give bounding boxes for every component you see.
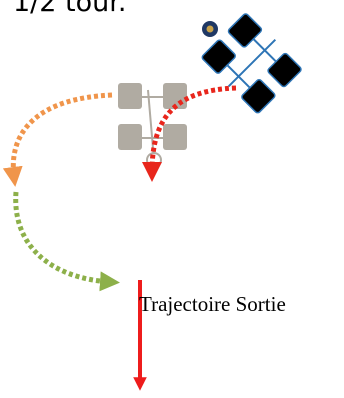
pivot-point-icon	[202, 21, 218, 37]
start-robot	[201, 13, 302, 114]
exit-trajectory-label: Trajectoire Sortie	[139, 292, 286, 316]
path-pivot	[142, 85, 237, 182]
ghost-robot	[118, 83, 187, 168]
path-green	[13, 191, 120, 292]
path-orange	[2, 92, 113, 187]
diagram-title: 1/2 tour.	[13, 0, 127, 18]
